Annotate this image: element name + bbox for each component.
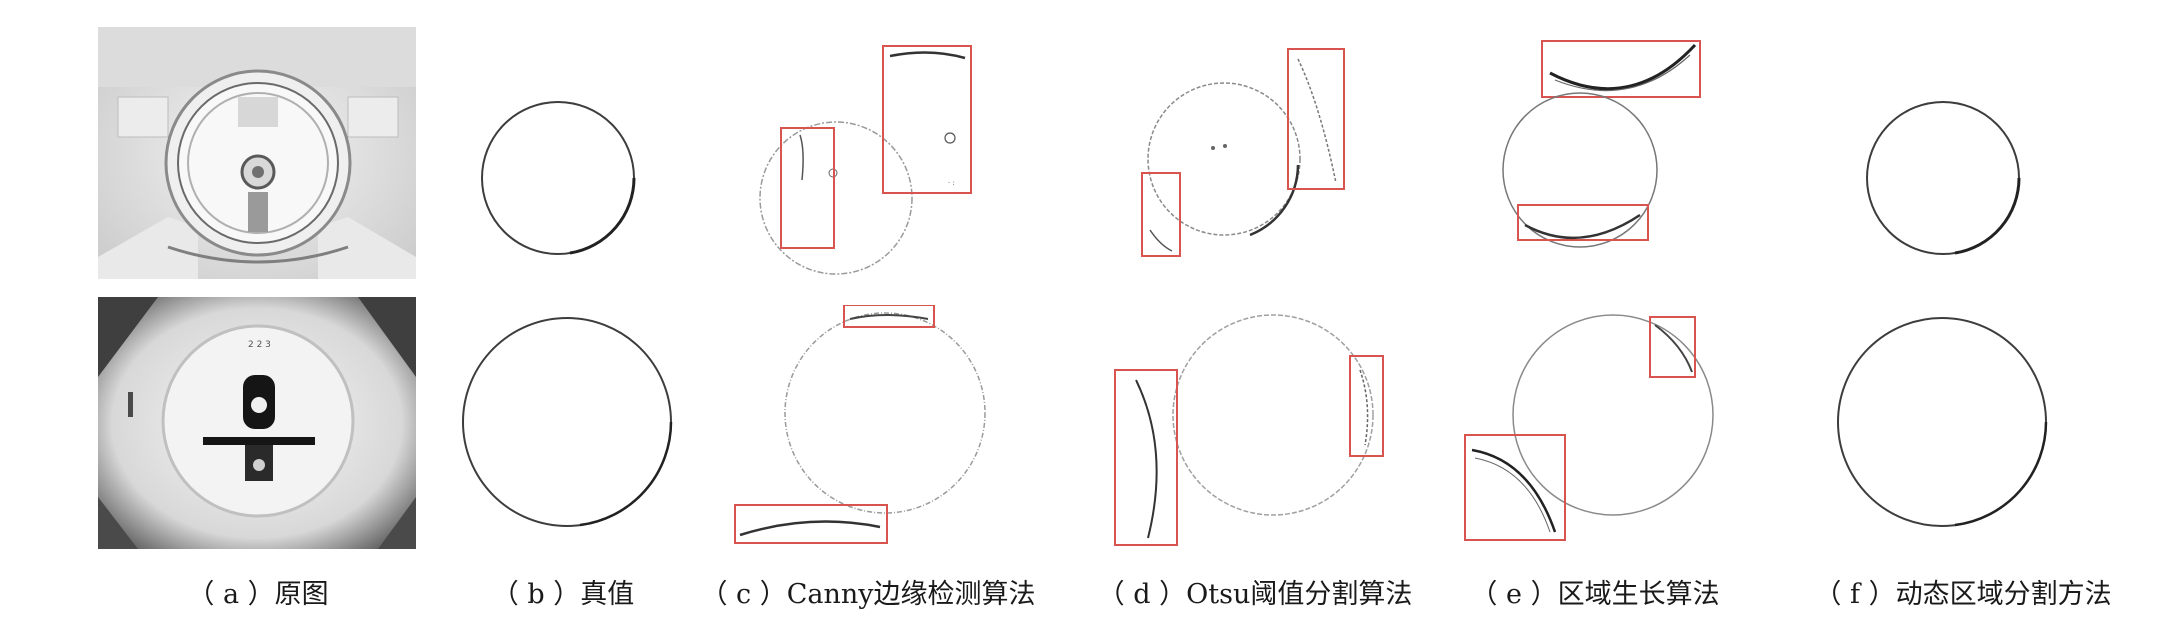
svg-text:· :: · : [948,179,955,187]
region-highlight-box-4 [1464,434,1566,541]
otsu-highlight-box-3 [1114,369,1178,546]
region-highlight-box-3 [1649,316,1696,378]
svg-text:2 2 3: 2 2 3 [248,340,271,350]
region-highlight-box-1 [1541,40,1701,98]
caption-e: （ e ）区域生长算法 [1470,579,1720,610]
ground-truth-row1 [481,101,636,255]
canny-result-row2 [734,305,986,544]
otsu-highlight-box-1 [1141,172,1181,257]
region-highlight-box-2 [1517,204,1649,241]
original-image-row1 [98,27,416,279]
otsu-result-row1 [1141,48,1345,257]
canny-highlight-box-4 [734,504,888,544]
otsu-highlight-box-4 [1349,355,1384,457]
caption-f: （ f ）动态区域分割方法 [1814,579,2112,610]
ground-truth-row2 [462,317,673,527]
otsu-highlight-box-2 [1287,48,1345,190]
caption-a: （ a ）原图 [187,579,329,610]
caption-b: （ b ）真值 [491,579,635,610]
canny-highlight-box-3 [843,305,935,328]
caption-d: （ d ）Otsu阈值分割算法 [1097,579,1413,610]
region-growing-result-row1 [1502,40,1701,248]
region-growing-result-row2 [1464,314,1714,541]
dynamic-segmentation-result-row1 [1866,101,2021,255]
original-image-row2: 2 2 3 [98,297,416,549]
dynamic-segmentation-result-row2 [1837,317,2048,527]
caption-c: （ c ）Canny边缘检测算法 [700,579,1036,610]
canny-result-row1: · : [759,45,972,275]
canny-highlight-box-2 [882,45,972,194]
otsu-result-row2 [1114,314,1384,546]
canny-highlight-box-1 [780,127,835,249]
